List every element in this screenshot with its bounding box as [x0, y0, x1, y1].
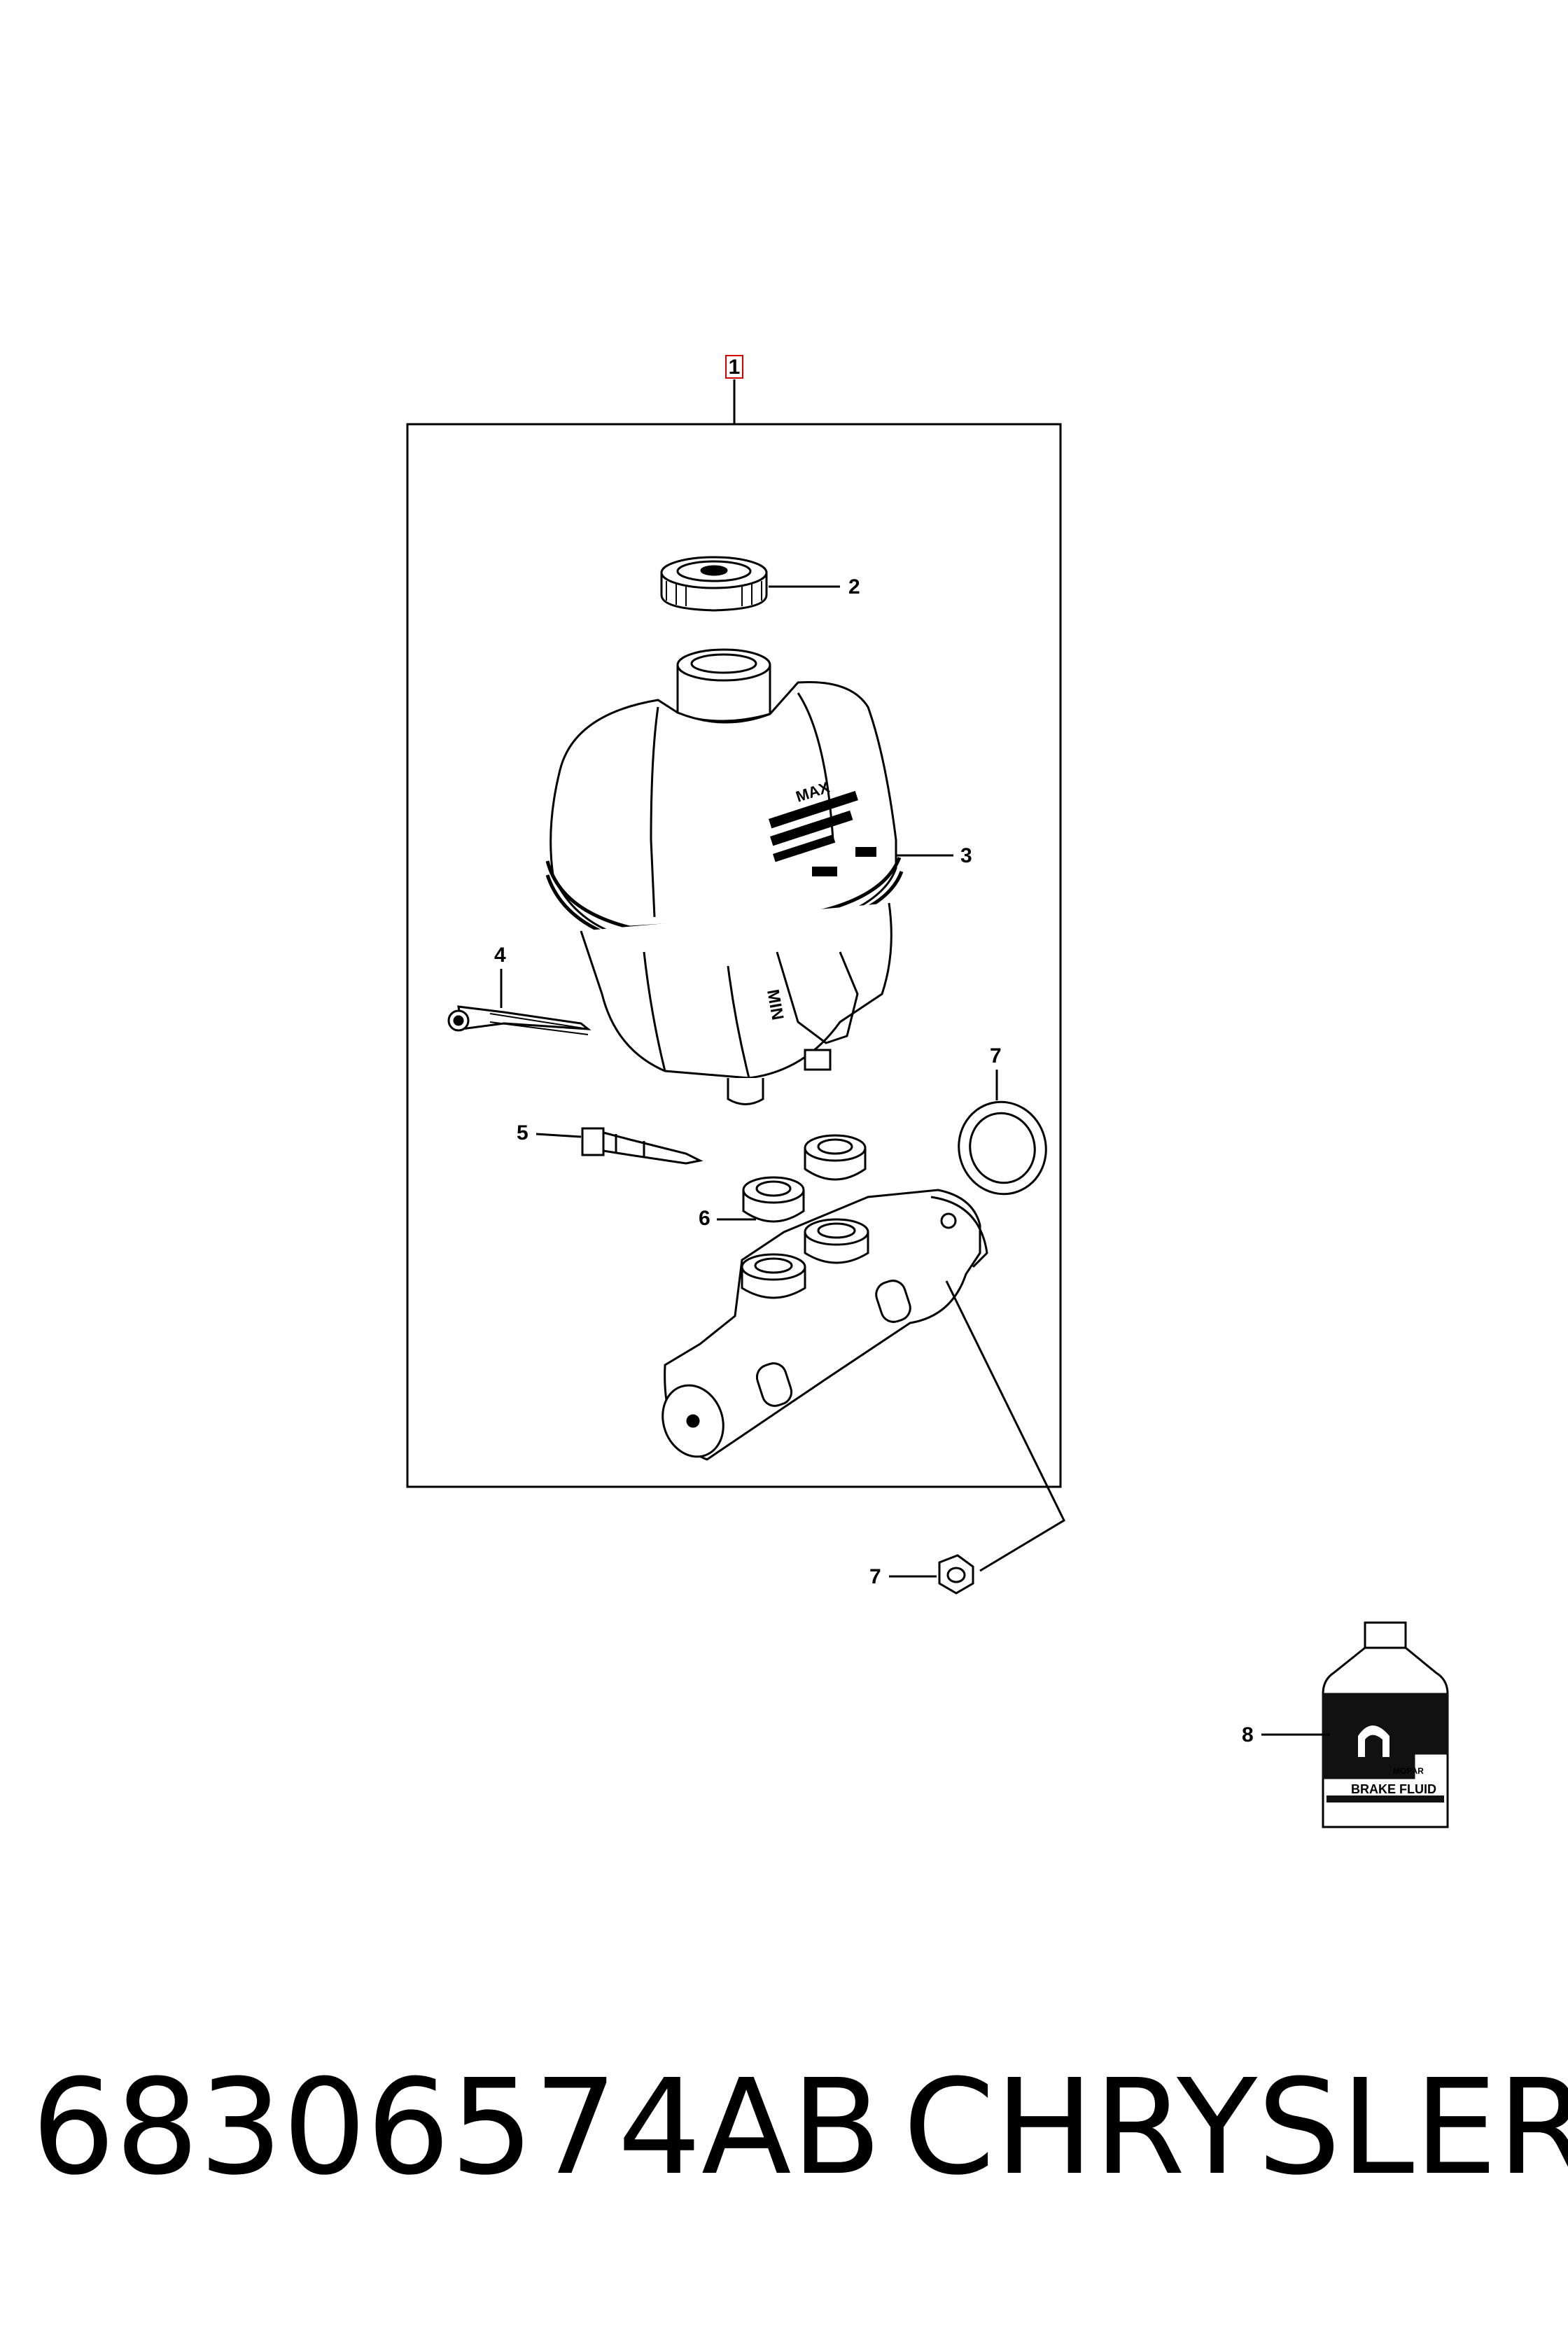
reservoir-grommets	[742, 1134, 867, 1223]
part-footer: 68306574AB CHRYSLER	[0, 2058, 1568, 2198]
reservoir-warning-text-block	[768, 790, 876, 876]
callout-5[interactable]: 5	[517, 1121, 582, 1144]
brand-name: CHRYSLER	[903, 2051, 1568, 2204]
fluid-level-sensor	[581, 1127, 704, 1165]
callout-2-label: 2	[848, 575, 860, 598]
reservoir-cap	[660, 556, 768, 612]
reservoir-retaining-pin	[447, 1005, 592, 1035]
callout-7-bottom-label: 7	[869, 1565, 881, 1588]
callout-6[interactable]: 6	[699, 1207, 756, 1230]
callout-3[interactable]: 3	[896, 844, 972, 867]
callout-7-top[interactable]: 7	[990, 1044, 1002, 1100]
callout-8-label: 8	[1242, 1723, 1254, 1746]
fluid-reservoir: MAX MIN	[545, 648, 904, 1105]
callout-7-bottom[interactable]: 7	[869, 1565, 937, 1588]
master-cylinder-body	[662, 1189, 988, 1461]
callout-7-top-label: 7	[990, 1044, 1002, 1068]
brake-fluid-bottle: MOPAR BRAKE FLUID	[1322, 1621, 1449, 1828]
callout-2[interactable]: 2	[769, 575, 860, 598]
nut-leader-line	[945, 1280, 1065, 1572]
bottle-product-label: BRAKE FLUID	[1351, 1782, 1436, 1796]
master-cylinder-seal	[958, 1100, 1047, 1196]
part-number: 68306574AB	[31, 2051, 882, 2204]
mounting-nut	[938, 1554, 974, 1595]
callout-1[interactable]: 1	[725, 355, 743, 424]
callout-5-label: 5	[517, 1121, 528, 1144]
bottle-brand-label: MOPAR	[1393, 1766, 1424, 1776]
callout-6-label: 6	[699, 1207, 710, 1230]
callout-8[interactable]: 8	[1242, 1723, 1330, 1746]
callout-4-label: 4	[494, 944, 506, 967]
callout-3-label: 3	[960, 844, 972, 867]
callout-4[interactable]: 4	[494, 944, 506, 1008]
callout-1-label: 1	[729, 356, 741, 379]
